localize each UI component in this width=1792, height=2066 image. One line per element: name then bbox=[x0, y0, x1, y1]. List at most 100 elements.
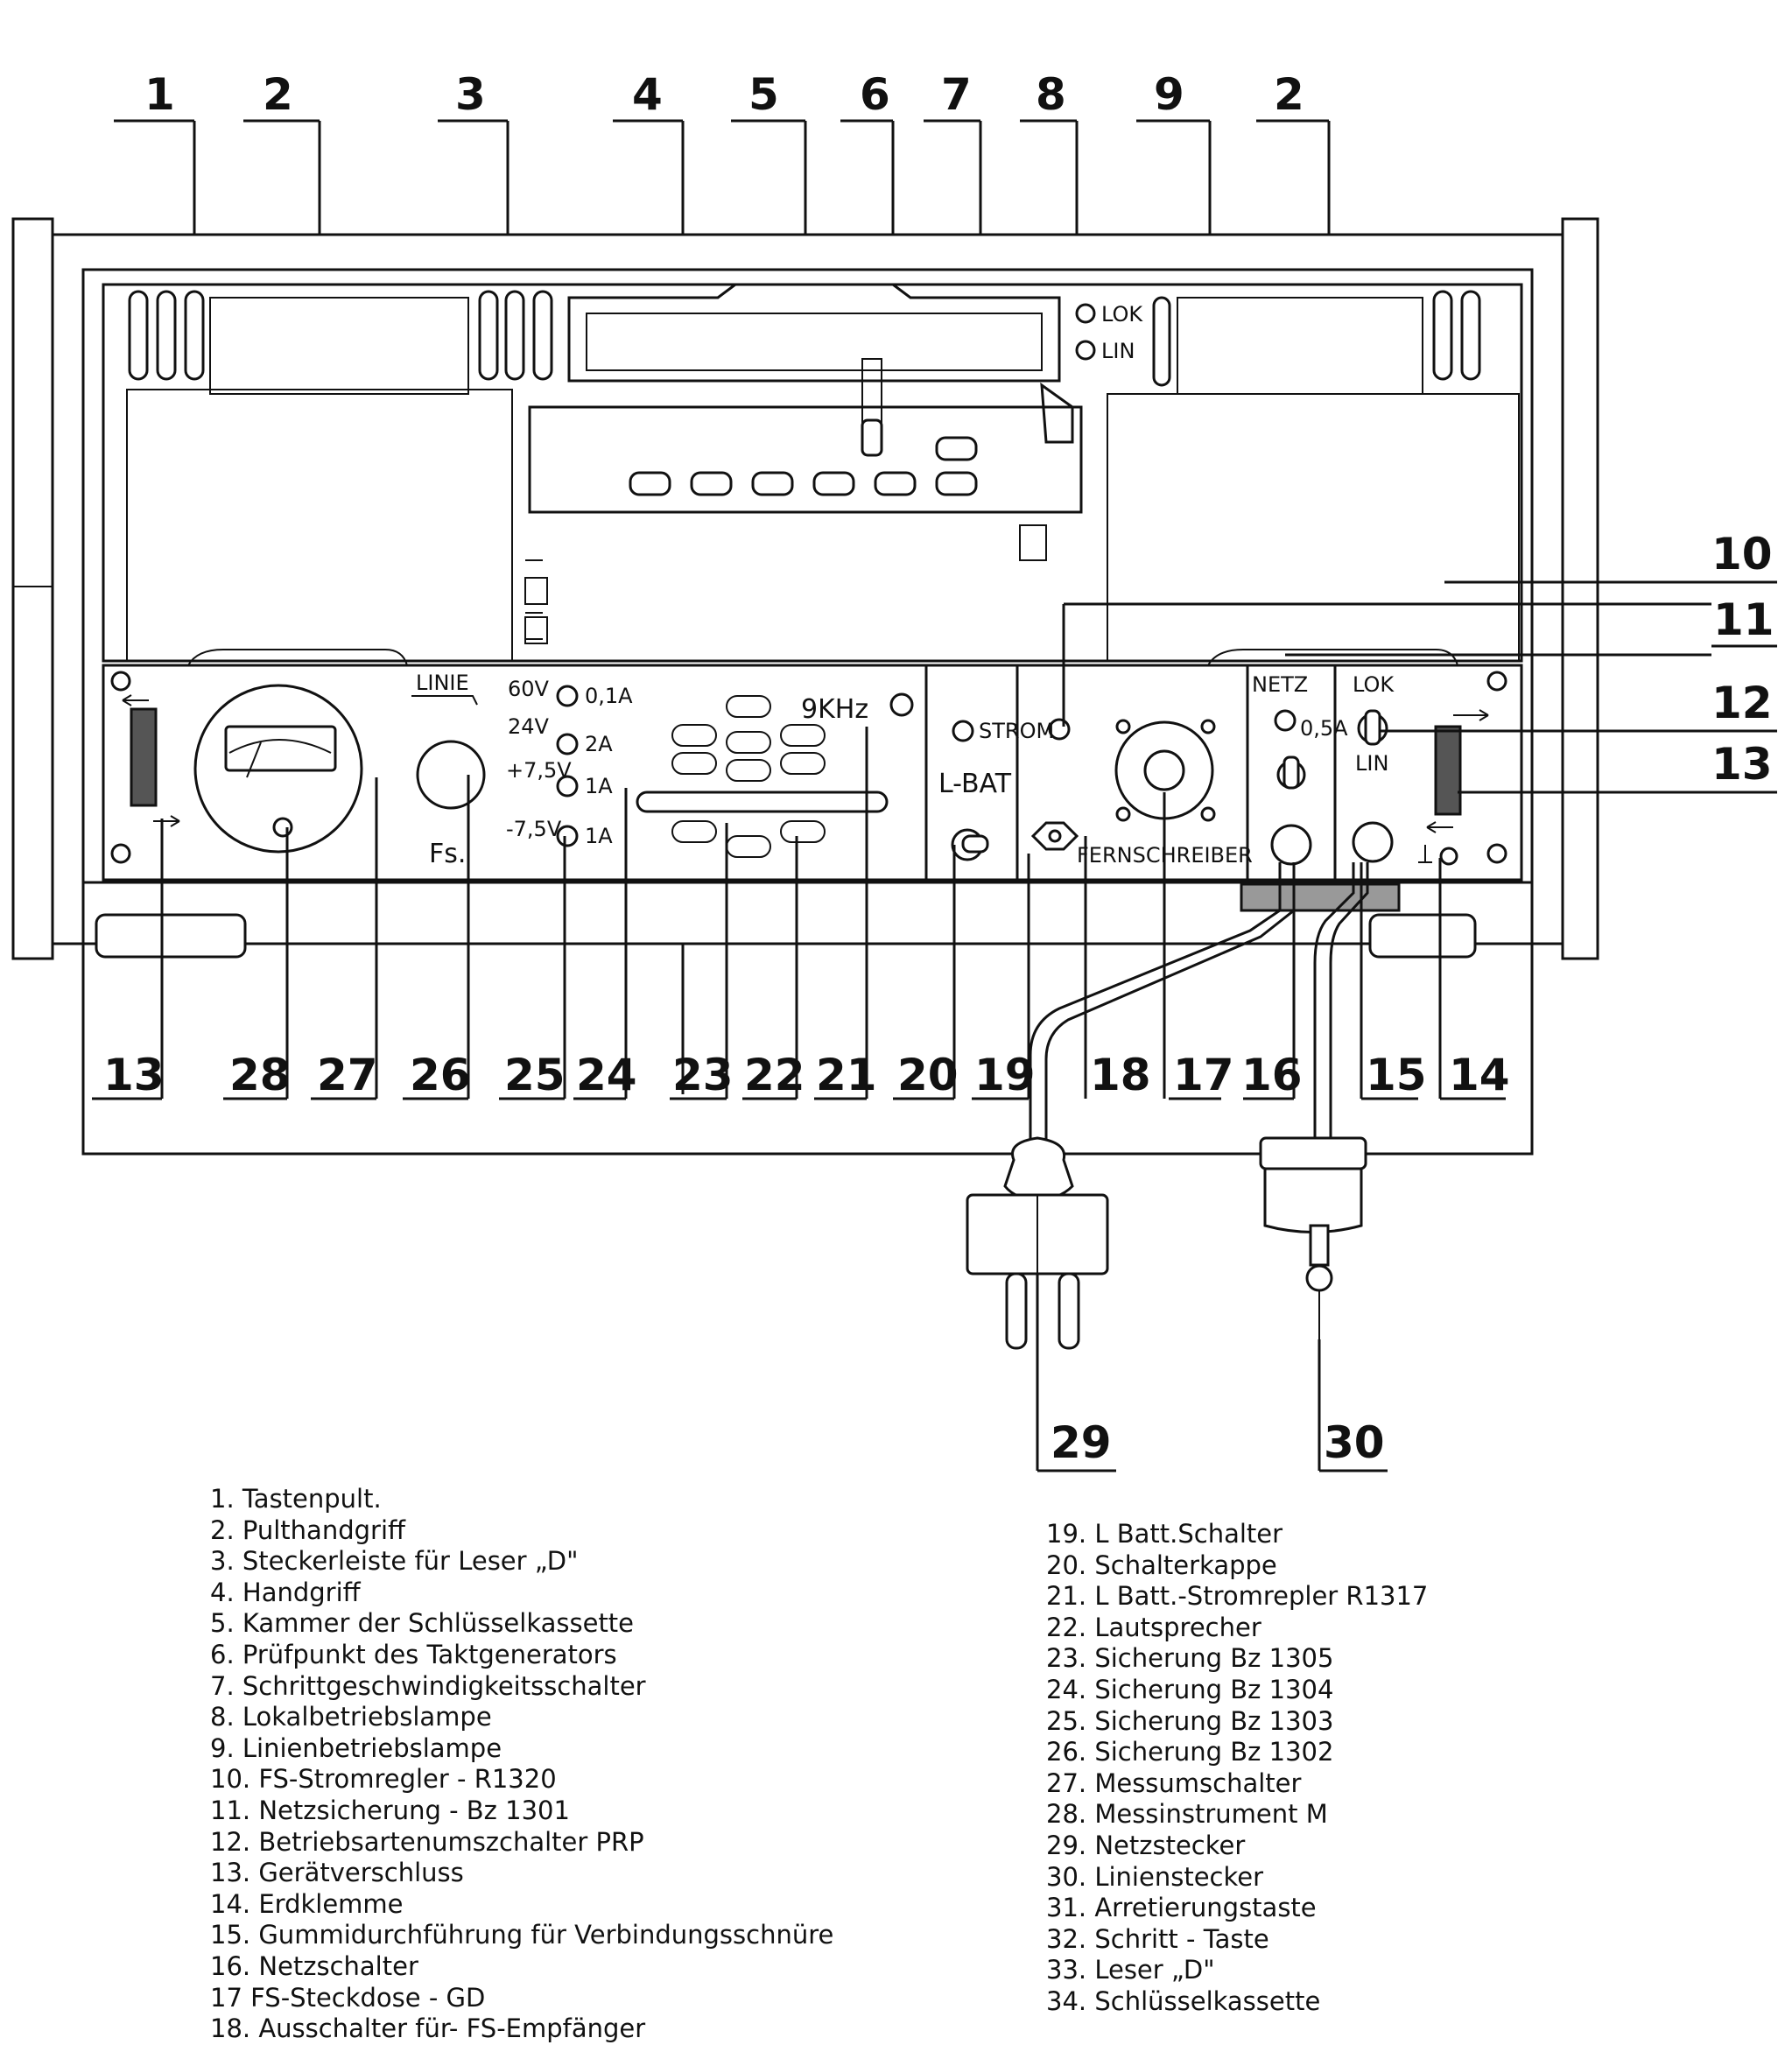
callout-6: 6 bbox=[860, 69, 890, 120]
legend-item: 26. Sicherung Bz 1302 bbox=[1046, 1737, 1334, 1767]
legend-item: 7. Schrittgeschwindigkeitsschalter bbox=[210, 1670, 646, 1701]
legend-item: 9. Linienbetriebslampe bbox=[210, 1732, 502, 1763]
label-24v: 24V bbox=[508, 714, 550, 739]
legend-item: 28. Messinstrument M bbox=[1046, 1799, 1328, 1830]
callout-2: 2 bbox=[263, 69, 293, 120]
legend-item: 8. Lokalbetriebslampe bbox=[210, 1702, 492, 1732]
lamp-label-lok: LOK bbox=[1101, 302, 1143, 327]
callout-30: 30 bbox=[1324, 1417, 1385, 1468]
callout-22: 22 bbox=[744, 1050, 805, 1100]
label-strom: STROM bbox=[979, 719, 1054, 743]
left-device-latch bbox=[122, 694, 180, 827]
legend-item: 34. Schlüsselkassette bbox=[1046, 1985, 1321, 2016]
callout-19: 19 bbox=[974, 1050, 1036, 1100]
fs-current-regulator bbox=[1048, 718, 1071, 741]
right-device-latch bbox=[1426, 709, 1489, 833]
lok-lamp bbox=[1075, 303, 1096, 324]
legend-item: 31. Arretierungstaste bbox=[1046, 1893, 1317, 1923]
legend-item: 21. L Batt.-Stromrepler R1317 bbox=[1046, 1581, 1429, 1612]
legend-item: 12. Betriebsartenumszchalter PRP bbox=[210, 1826, 644, 1857]
callout-27: 27 bbox=[317, 1050, 378, 1100]
callout-18: 18 bbox=[1090, 1050, 1151, 1100]
legend-item: 17 FS-Steckdose - GD bbox=[210, 1982, 486, 2013]
legend-item: 25. Sicherung Bz 1303 bbox=[1046, 1705, 1334, 1736]
legend-item: 18. Ausschalter für- FS-Empfänger bbox=[210, 2013, 646, 2044]
legend-item: 30. Linienstecker bbox=[1046, 1861, 1264, 1892]
callout-16: 16 bbox=[1241, 1050, 1303, 1100]
legend-item: 19. L Batt.Schalter bbox=[1046, 1519, 1283, 1549]
legend-item: 33. Leser „D" bbox=[1046, 1955, 1215, 1985]
status-lamps: LOK LIN bbox=[1075, 302, 1143, 363]
loudspeaker-grille bbox=[671, 695, 826, 858]
legend-item: 29. Netzstecker bbox=[1046, 1830, 1246, 1860]
callout-8: 8 bbox=[1036, 69, 1066, 120]
fuses: 60V 0,1A 24V 2A +7,5V 1A -7,5V 1A bbox=[506, 677, 633, 848]
right-tubes bbox=[1107, 290, 1520, 662]
label-01a: 0,1A bbox=[585, 684, 633, 708]
callout-7: 7 bbox=[941, 69, 972, 120]
legend-item: 32. Schritt - Taste bbox=[1046, 1923, 1269, 1954]
label-fs: Fs. bbox=[429, 839, 466, 869]
legend-item: 27. Messumschalter bbox=[1046, 1767, 1302, 1798]
label-05a: 0,5A bbox=[1300, 716, 1348, 741]
callout-5: 5 bbox=[748, 69, 779, 120]
label-lok-switch: LOK bbox=[1353, 672, 1395, 697]
callout-21: 21 bbox=[816, 1050, 877, 1100]
mains-section: NETZ 0,5A LOK LIN bbox=[1252, 672, 1458, 866]
legend-left: 1. Tastenpult. 2. Pulthandgriff 3. Steck… bbox=[210, 1484, 833, 2045]
callouts-top: 1 2 3 4 5 6 7 8 9 2 bbox=[114, 69, 1331, 1094]
callout-12: 12 bbox=[1711, 678, 1773, 728]
label-1a-a: 1A bbox=[585, 774, 613, 798]
legend-item: 3. Steckerleiste für Leser „D" bbox=[210, 1546, 579, 1577]
callout-20: 20 bbox=[897, 1050, 959, 1100]
left-tubes bbox=[126, 290, 553, 662]
legend-item: 5. Kammer der Schlüsselkassette bbox=[210, 1608, 635, 1639]
lamp-label-lin: LIN bbox=[1101, 339, 1135, 363]
label-lbat: L-BAT bbox=[938, 769, 1012, 799]
label-1a-b: 1A bbox=[585, 824, 613, 848]
callout-11: 11 bbox=[1713, 594, 1774, 645]
legend-item: 14. Erdklemme bbox=[210, 1888, 404, 1919]
callout-26: 26 bbox=[410, 1050, 471, 1100]
callout-24: 24 bbox=[576, 1050, 637, 1100]
cassette-keys bbox=[629, 436, 978, 496]
legend-item: 10. FS-Stromregler - R1320 bbox=[210, 1764, 557, 1795]
label-2a: 2A bbox=[585, 732, 613, 756]
callout-2b: 2 bbox=[1274, 69, 1304, 120]
panel-handle bbox=[636, 791, 889, 813]
legend-item: 20. Schalterkappe bbox=[1046, 1550, 1277, 1580]
callout-14: 14 bbox=[1449, 1050, 1510, 1100]
lbat-section: STROM L-BAT bbox=[938, 719, 1054, 861]
legend-right: 19. L Batt.Schalter 20. Schalterkappe 21… bbox=[1046, 1519, 1428, 2018]
callout-23: 23 bbox=[672, 1050, 734, 1100]
callout-13-bottom: 13 bbox=[103, 1050, 165, 1100]
upper-compartment: LOK LIN bbox=[102, 283, 1523, 663]
lin-lamp bbox=[1075, 340, 1096, 361]
callouts-plugs: 29 30 bbox=[1036, 1274, 1388, 1472]
callouts-bottom: 13 28 27 26 25 24 23 22 21 20 19 18 17 1… bbox=[92, 727, 1510, 1100]
measurement-switch: LINIE Fs. bbox=[411, 671, 486, 869]
callout-4: 4 bbox=[632, 69, 663, 120]
callout-3: 3 bbox=[455, 69, 486, 120]
callout-10: 10 bbox=[1711, 529, 1773, 580]
label-9khz: 9KHz bbox=[801, 694, 868, 725]
legend-item: 13. Gerätverschluss bbox=[210, 1858, 464, 1888]
callout-28: 28 bbox=[229, 1050, 291, 1100]
key-cassette-chamber bbox=[524, 283, 1083, 644]
test-point-9khz bbox=[889, 692, 914, 717]
legend-item: 4. Handgriff bbox=[210, 1577, 361, 1607]
legend-item: 23. Sicherung Bz 1305 bbox=[1046, 1643, 1334, 1674]
meter bbox=[193, 684, 363, 854]
callout-1: 1 bbox=[144, 69, 175, 120]
legend-item: 1. Tastenpult. bbox=[210, 1484, 382, 1514]
legend-item: 15. Gummidurchführung für Verbindungssch… bbox=[210, 1920, 834, 1950]
label-lin-switch: LIN bbox=[1355, 751, 1388, 776]
panel-screws bbox=[110, 671, 1507, 864]
control-panel: LINIE Fs. 60V 0,1A 24V 2A +7,5V 1A -7,5V… bbox=[102, 649, 1523, 882]
callout-13-right: 13 bbox=[1711, 739, 1773, 790]
label-netz: NETZ bbox=[1252, 672, 1308, 697]
legend-item: 11. Netzsicherung - Bz 1301 bbox=[210, 1795, 570, 1825]
cables-and-plugs bbox=[966, 862, 1401, 1350]
legend-item: 24. Sicherung Bz 1304 bbox=[1046, 1674, 1334, 1704]
